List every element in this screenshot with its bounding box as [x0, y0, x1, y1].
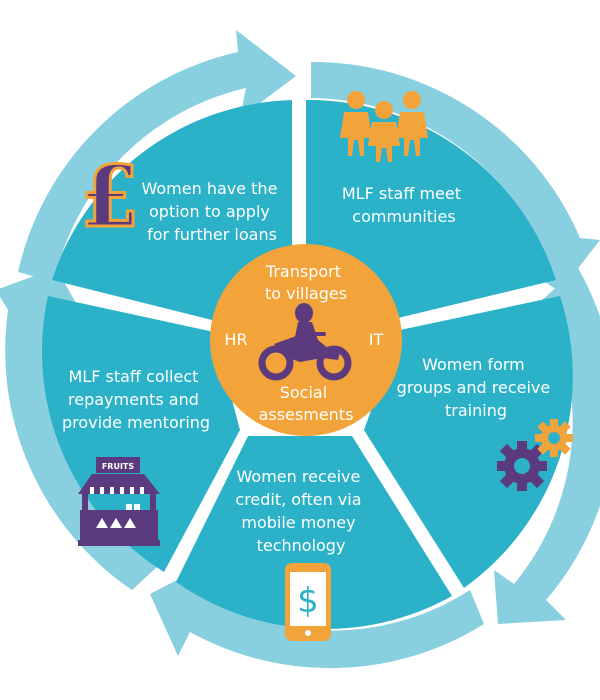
- segment-4: [41, 296, 240, 572]
- stall-sign-text: FRUITS: [102, 462, 135, 471]
- pound-sign-icon: £: [81, 147, 139, 246]
- step-1-line-2: communities: [352, 207, 455, 226]
- outer-arrows: [0, 30, 600, 669]
- step-5-line-2: option to apply: [149, 202, 270, 221]
- hub: Transport to villages HR IT Social asses…: [210, 244, 402, 436]
- phone-dollar-sign: $: [297, 581, 319, 621]
- step-4-label: MLF staff collect repayments and provide…: [62, 367, 210, 432]
- hub-bottom-line-2: assesments: [259, 405, 354, 424]
- step-1-line-1: MLF staff meet: [342, 184, 461, 203]
- hub-bottom-label: Social assesments: [259, 383, 354, 424]
- step-2-line-1: Women form: [422, 355, 525, 374]
- segment-1: [306, 99, 556, 318]
- step-3-line-1: Women receive: [237, 467, 361, 486]
- arrow-5: [18, 30, 296, 282]
- step-5-label: Women have the option to apply for furth…: [141, 179, 282, 244]
- step-4-line-1: MLF staff collect: [68, 367, 198, 386]
- hub-top-line-2: to villages: [265, 284, 347, 303]
- hub-right-label: IT: [369, 330, 384, 349]
- step-2-label: Women form groups and receive training: [397, 355, 556, 420]
- mobile-money-phone-icon: $: [285, 563, 331, 641]
- step-4-line-2: repayments and: [68, 390, 199, 409]
- hub-top-label: Transport to villages: [265, 262, 347, 303]
- arrow-3: [150, 566, 484, 669]
- stall-roof: [78, 474, 160, 494]
- arrow-4: [0, 268, 158, 590]
- step-3-label: Women receive credit, often via mobile m…: [235, 467, 366, 555]
- step-5-line-1: Women have the: [141, 179, 277, 198]
- arrow-1: [311, 61, 600, 292]
- step-2-line-3: training: [445, 401, 507, 420]
- segment-5: [52, 100, 292, 320]
- arrow-2: [494, 268, 600, 624]
- step-3-line-4: technology: [257, 536, 346, 555]
- segment-3: [176, 436, 452, 630]
- gears-icon: [497, 419, 573, 491]
- people-group-icon: [340, 91, 428, 162]
- segment-2: [364, 296, 573, 588]
- step-3-line-2: credit, often via: [235, 490, 361, 509]
- hub-left-label: HR: [224, 330, 247, 349]
- step-3-line-3: mobile money: [241, 513, 355, 532]
- motorbike-rider-icon: [258, 303, 352, 381]
- fruit-market-stall-icon: FRUITS: [78, 457, 160, 546]
- step-1-label: MLF staff meet communities: [342, 184, 466, 226]
- stall-sign-board: [96, 457, 140, 473]
- cycle-segments: [41, 99, 573, 630]
- step-2-line-2: groups and receive: [397, 378, 551, 397]
- hub-bottom-line-1: Social: [280, 383, 327, 402]
- large-gear-icon: [497, 441, 547, 491]
- step-4-line-3: provide mentoring: [62, 413, 210, 432]
- small-gear-icon: [535, 419, 573, 457]
- hub-top-line-1: Transport: [265, 262, 341, 281]
- step-5-line-3: for further loans: [147, 225, 277, 244]
